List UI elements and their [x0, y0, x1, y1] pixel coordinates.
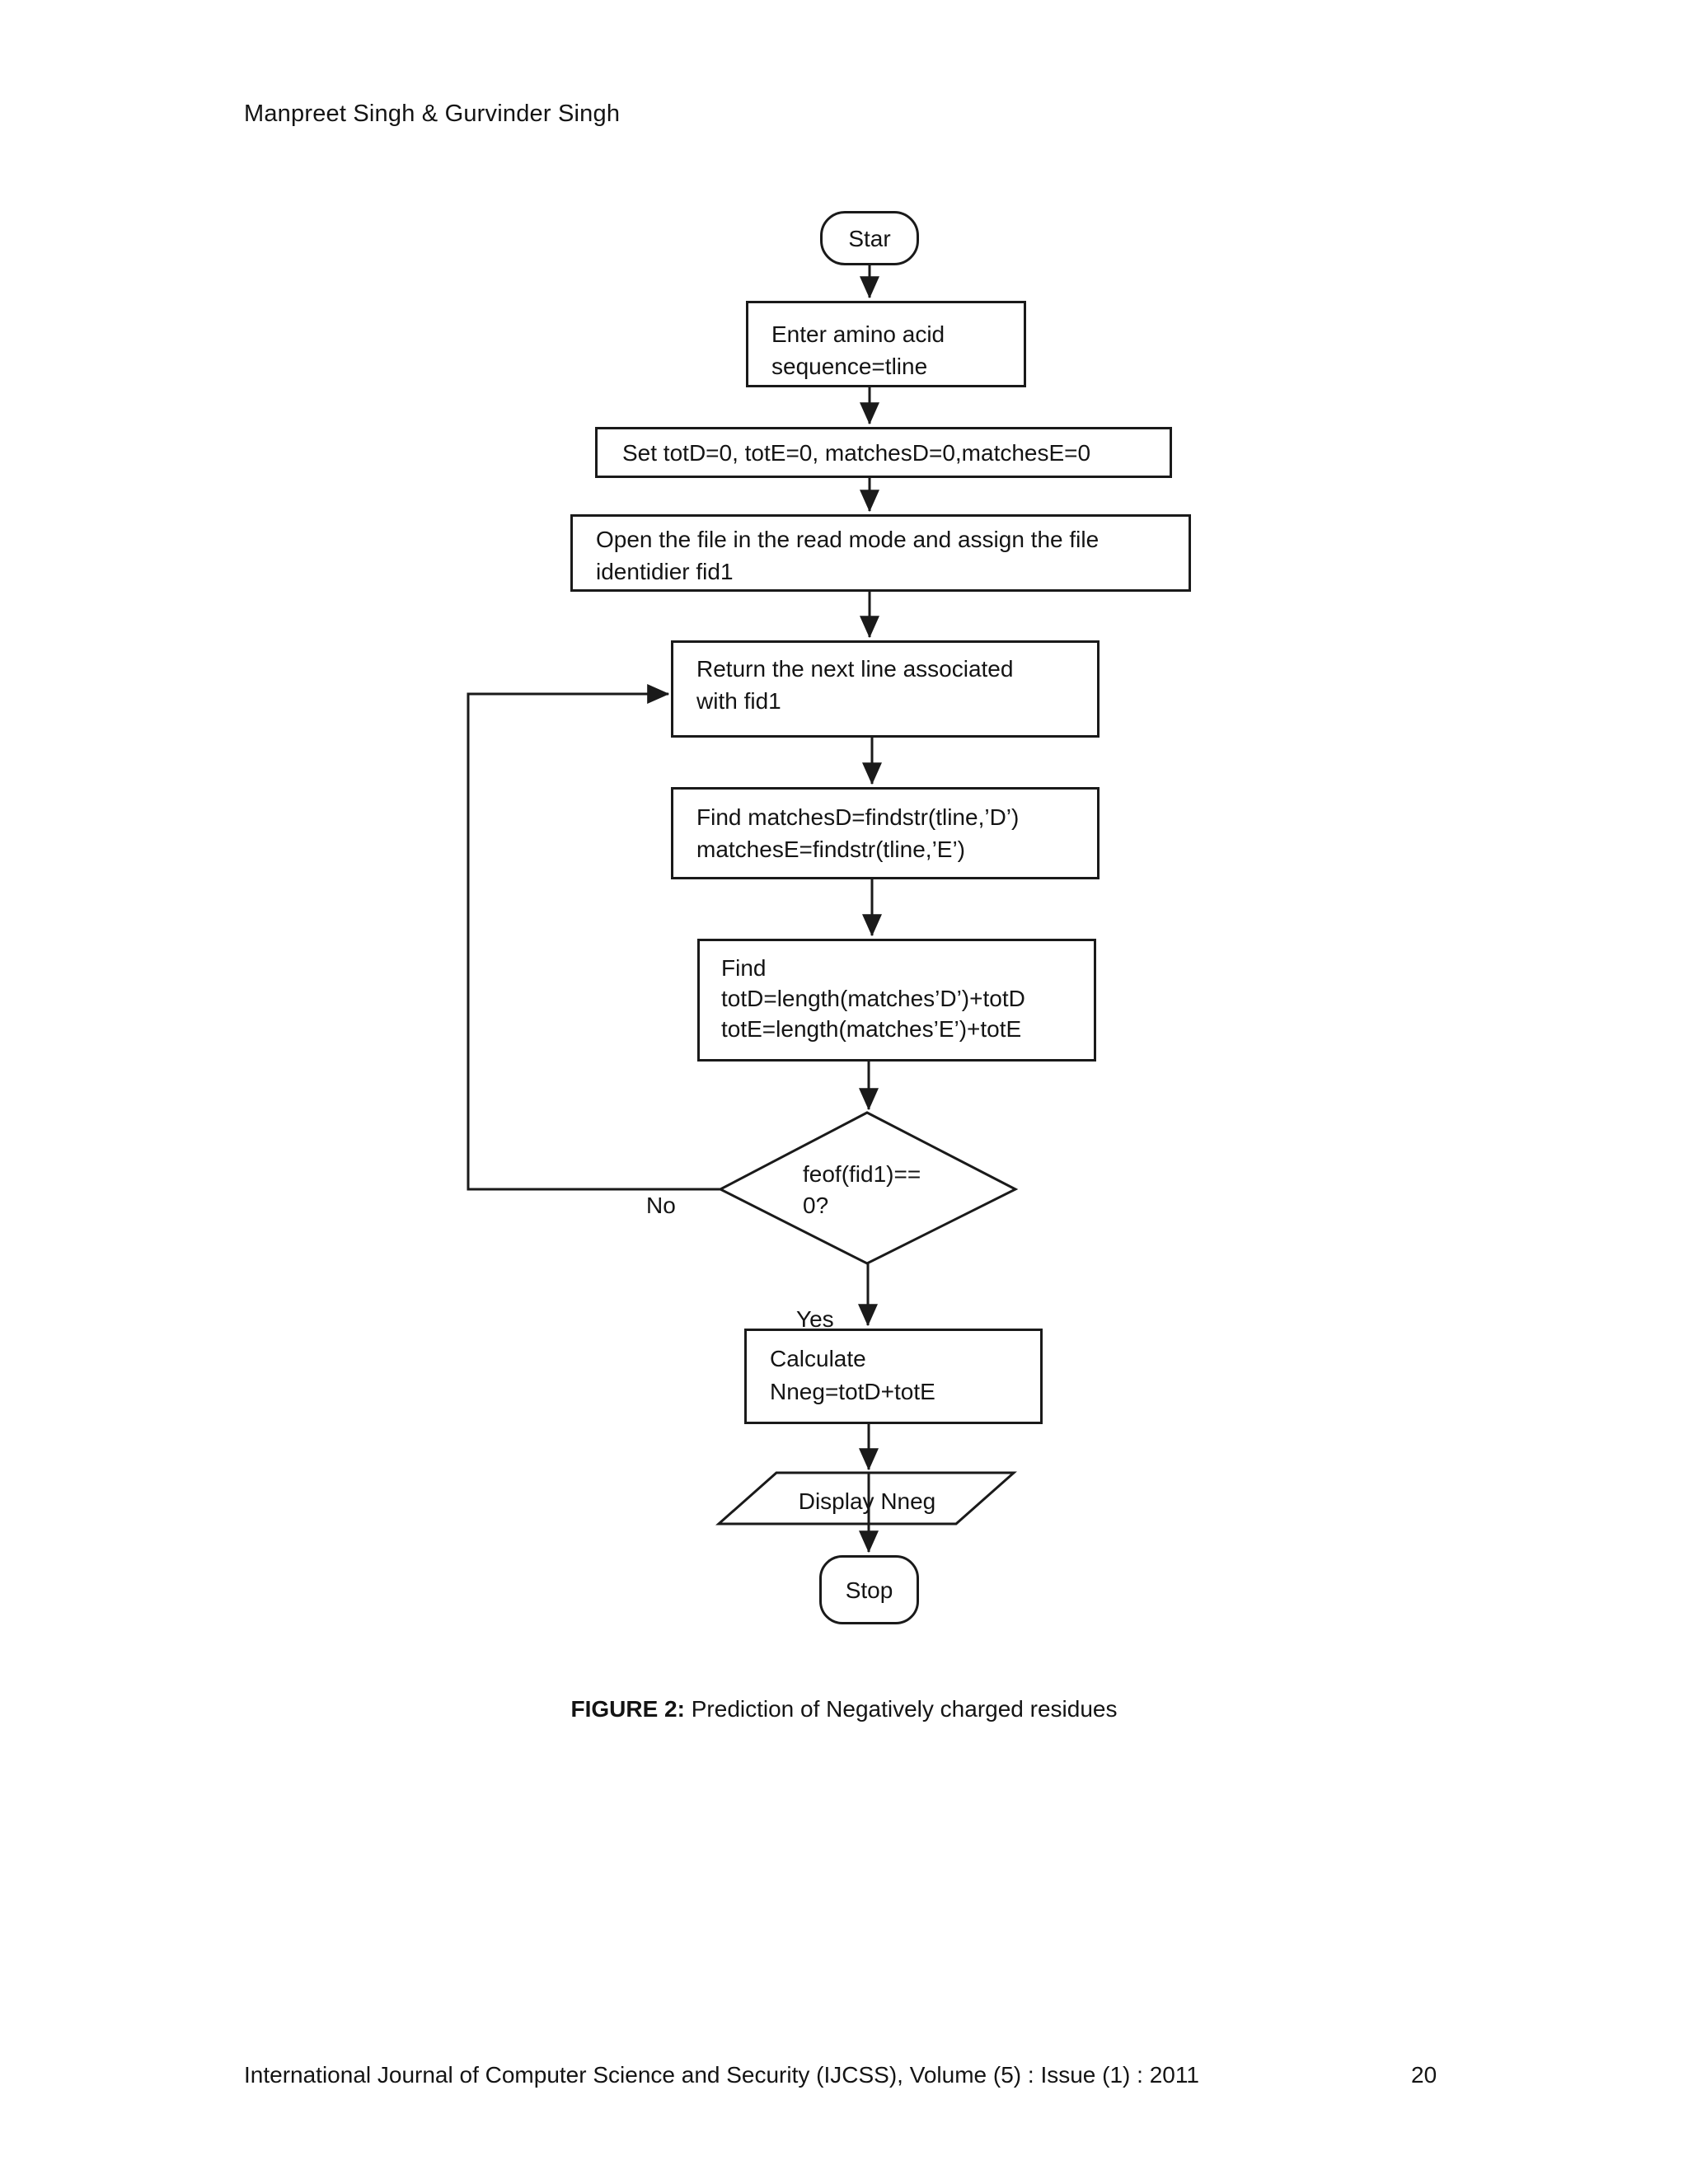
- flowchart-node-display-label: Display Nneg: [798, 1488, 936, 1514]
- flowchart-node-open-file: Open the file in the read mode and assig…: [570, 514, 1191, 592]
- footer-journal-line: International Journal of Computer Scienc…: [244, 2062, 1199, 2088]
- node-line: sequence=tline: [771, 354, 928, 379]
- flowchart-node-read-line: Return the next line associated with fid…: [671, 640, 1100, 738]
- node-line: Set totD=0, totE=0, matchesD=0,matchesE=…: [622, 439, 1091, 466]
- figure-caption: FIGURE 2: Prediction of Negatively charg…: [0, 1696, 1688, 1722]
- node-line: Find matchesD=findstr(tline,’D’): [696, 804, 1020, 830]
- figure-caption-text: Prediction of Negatively charged residue…: [684, 1696, 1118, 1722]
- flowchart-node-start: Star: [820, 211, 919, 265]
- edge-label-no: No: [646, 1193, 676, 1218]
- arrow-decision-no-loop: [467, 684, 720, 1191]
- node-line: totE=length(matches’E’)+totE: [721, 1016, 1022, 1042]
- edge-label-yes: Yes: [796, 1306, 834, 1332]
- node-line: identidier fid1: [596, 559, 734, 584]
- figure-caption-number: FIGURE 2:: [570, 1696, 685, 1722]
- node-line: Find: [721, 955, 767, 981]
- node-label: Star: [848, 225, 891, 251]
- node-line: matchesE=findstr(tline,’E’): [696, 837, 966, 862]
- flowchart-node-find-matches: Find matchesD=findstr(tline,’D’) matches…: [671, 787, 1100, 879]
- flowchart-node-enter-sequence: Enter amino acid sequence=tline: [746, 301, 1026, 387]
- flowchart-node-find-totals: Find totD=length(matches’D’)+totD totE=l…: [697, 939, 1096, 1062]
- flowchart-node-stop: Stop: [819, 1555, 919, 1624]
- node-line: Nneg=totD+totE: [770, 1379, 935, 1404]
- node-line: totD=length(matches’D’)+totD: [721, 986, 1025, 1011]
- flowchart-node-eof-decision-text: feof(fid1)== 0?: [803, 1159, 921, 1221]
- node-line: feof(fid1)==: [803, 1161, 921, 1187]
- node-line: Return the next line associated: [696, 656, 1014, 682]
- node-line: 0?: [803, 1193, 829, 1218]
- footer-page-number: 20: [1411, 2062, 1437, 2088]
- flowchart-node-calculate: Calculate Nneg=totD+totE: [744, 1329, 1043, 1424]
- node-line: Enter amino acid: [771, 321, 945, 347]
- page-header-authors: Manpreet Singh & Gurvinder Singh: [244, 101, 621, 127]
- node-line: Open the file in the read mode and assig…: [596, 527, 1100, 552]
- node-line: with fid1: [696, 688, 781, 714]
- node-line: Calculate: [770, 1346, 866, 1371]
- flowchart-node-init-vars: Set totD=0, totE=0, matchesD=0,matchesE=…: [595, 427, 1172, 478]
- node-label: Stop: [845, 1577, 893, 1603]
